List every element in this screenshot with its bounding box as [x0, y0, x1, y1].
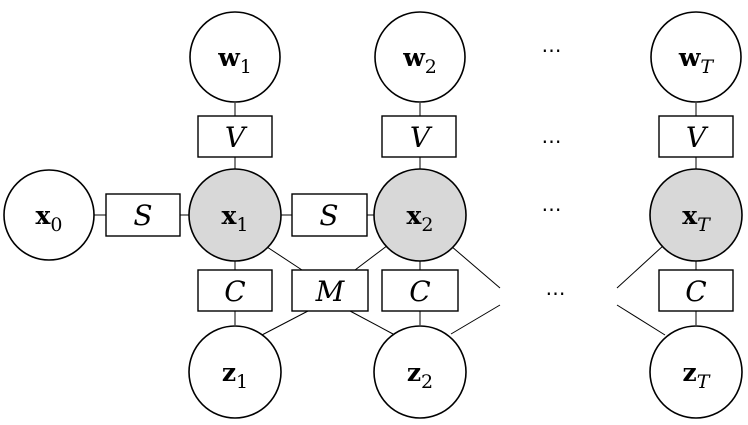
node-x2-circle	[373, 168, 467, 262]
node-zT: zT	[649, 325, 743, 419]
factor-v2-label: V	[410, 121, 433, 154]
node-x1: x1	[188, 168, 282, 262]
node-x1-base: x	[222, 201, 238, 230]
node-w2-sub: 2	[425, 56, 437, 78]
node-z2-circle	[373, 325, 467, 419]
factor-m: M	[291, 269, 369, 312]
ellipsis-v-row: ⋯	[542, 129, 565, 153]
node-w2: w2	[374, 11, 466, 103]
node-wT-circle	[650, 11, 742, 103]
factor-s1-box	[105, 193, 181, 237]
factor-vT-box	[658, 115, 734, 158]
node-z1: z1	[188, 325, 282, 419]
node-z1-circle	[188, 325, 282, 419]
svg-text:wT: wT	[678, 43, 715, 78]
node-xT-circle	[649, 168, 743, 262]
node-x2-base: x	[407, 201, 423, 230]
node-zT-base: z	[683, 358, 697, 387]
svg-text:z1: z1	[222, 358, 248, 393]
svg-text:x2: x2	[407, 201, 434, 236]
svg-text:z2: z2	[407, 358, 433, 393]
factor-v2-box	[381, 115, 457, 158]
node-x0: x0	[3, 169, 95, 261]
edge-m-z2	[349, 310, 394, 335]
node-w2-base: w	[402, 43, 426, 72]
factor-s1-label: S	[133, 199, 152, 232]
node-x0-circle	[3, 169, 95, 261]
factor-vT-label: V	[686, 121, 709, 154]
node-w1-base: w	[217, 43, 241, 72]
factor-v1: V	[197, 115, 273, 158]
node-w1: w1	[189, 11, 281, 103]
node-w1-sub: 1	[240, 56, 252, 78]
node-wT-sub: T	[700, 56, 714, 78]
factor-cT-label: C	[685, 275, 706, 308]
node-xT: xT	[649, 168, 743, 262]
edge-ellipsis-zT	[616, 304, 666, 336]
node-zT-circle	[649, 325, 743, 419]
svg-text:w1: w1	[217, 43, 252, 78]
ellipsis-top: ⋯	[542, 38, 565, 62]
factor-c2-box	[381, 269, 459, 312]
node-z1-base: z	[222, 358, 236, 387]
factor-cT: C	[658, 269, 734, 312]
edges	[94, 103, 697, 337]
svg-text:w2: w2	[402, 43, 437, 78]
svg-text:xT: xT	[682, 201, 711, 236]
svg-text:zT: zT	[683, 358, 711, 393]
edge-x1-m	[263, 244, 303, 271]
ellipsis-x-row: ⋯	[542, 197, 565, 221]
ellipsis-c-row: ⋯	[546, 281, 569, 305]
node-z2: z2	[373, 325, 467, 419]
node-wT-base: w	[678, 43, 702, 72]
node-x1-circle	[188, 168, 282, 262]
node-z2-base: z	[407, 358, 421, 387]
node-w1-circle	[189, 11, 281, 103]
factor-cT-box	[658, 269, 734, 312]
factor-m-box	[291, 269, 369, 312]
node-x2-sub: 2	[421, 214, 433, 236]
factor-c1-label: C	[224, 275, 245, 308]
node-w2-circle	[374, 11, 466, 103]
svg-text:x0: x0	[36, 201, 63, 236]
edge-x2-ellipsis	[450, 245, 501, 289]
factor-s2-label: S	[319, 199, 338, 232]
node-x0-sub: 0	[50, 214, 62, 236]
node-xT-sub: T	[697, 214, 711, 236]
factor-s2: S	[291, 193, 368, 237]
factor-c2-label: C	[409, 275, 430, 308]
node-xT-base: x	[682, 201, 698, 230]
edge-ellipsis-xT	[616, 244, 665, 289]
factor-s2-box	[291, 193, 368, 237]
node-z2-sub: 2	[421, 371, 433, 393]
factor-vT: V	[658, 115, 734, 158]
factor-c1-box	[197, 269, 273, 312]
node-x2: x2	[373, 168, 467, 262]
factor-c1: C	[197, 269, 273, 312]
factor-v1-box	[197, 115, 273, 158]
edge-z2-ellipsis	[450, 304, 501, 335]
factor-s1: S	[105, 193, 181, 237]
svg-text:x1: x1	[222, 201, 249, 236]
node-z1-sub: 1	[236, 371, 248, 393]
factor-v1-label: V	[225, 121, 248, 154]
factor-v2: V	[381, 115, 457, 158]
factor-c2: C	[381, 269, 459, 312]
node-zT-sub: T	[697, 371, 711, 393]
node-x1-sub: 1	[236, 214, 248, 236]
factor-m-label: M	[315, 275, 346, 308]
node-wT: wT	[650, 11, 742, 103]
edge-m-z1	[259, 310, 309, 337]
node-x0-base: x	[36, 201, 52, 230]
